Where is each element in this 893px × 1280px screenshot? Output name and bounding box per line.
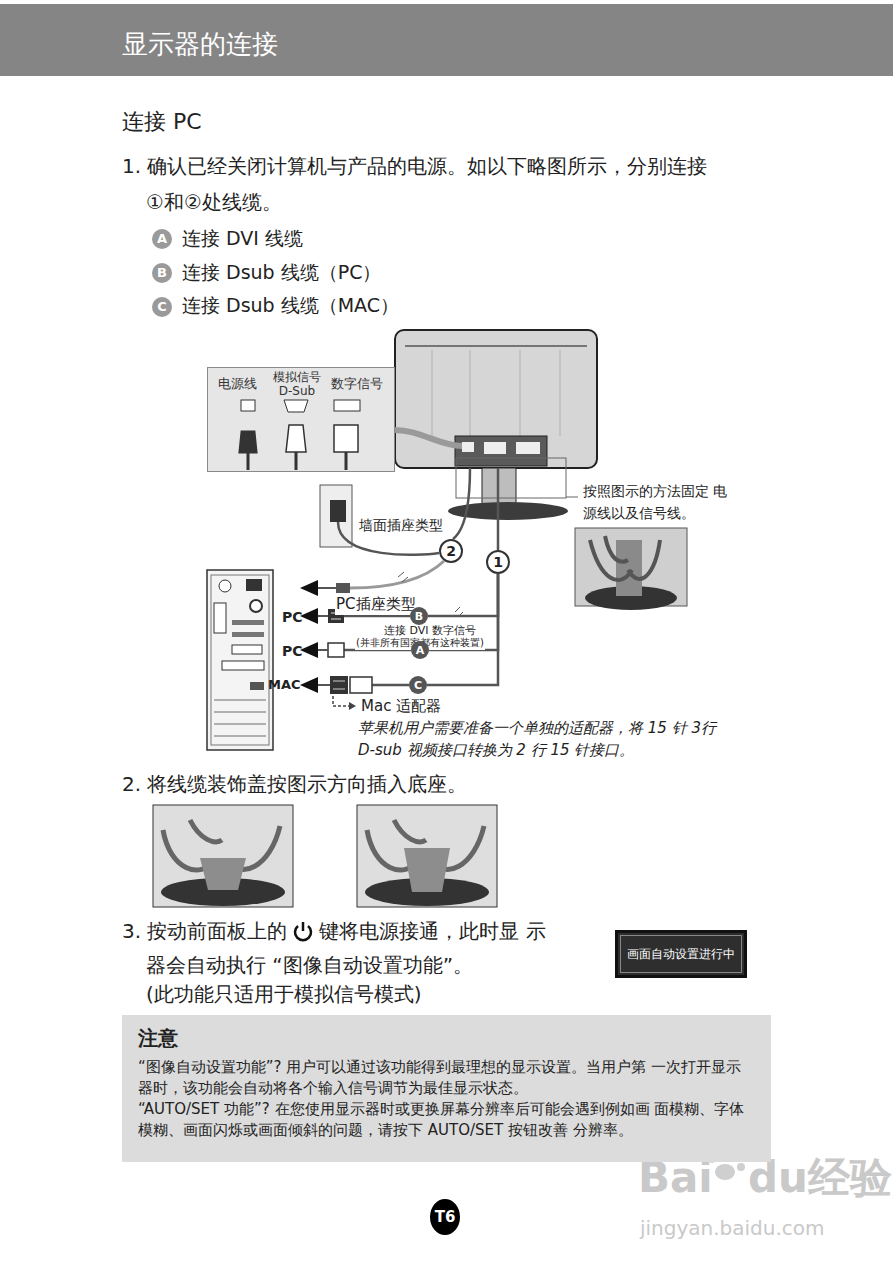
watermark: jingyan.baidu.com (640, 1214, 825, 1242)
node-text: T6 (435, 1210, 456, 1225)
power-icon (292, 920, 314, 942)
section-heading: 连接 PC (122, 106, 202, 137)
node-text: 1 (493, 555, 503, 569)
page-number: T6 (430, 1199, 460, 1235)
connector-name: 电源线 (214, 376, 260, 391)
power-cable (300, 468, 470, 596)
mac-note: 苹果机用户需要准备一个单独的适配器，将 15 针 3行 D-sub 视频接口转换… (358, 717, 718, 761)
list-item: 连接 Dsub 线缆（PC） (182, 259, 381, 286)
callout-text: 按照图示的方法固定 电源线以及信号线。 (583, 480, 733, 524)
connector-name: 数字信号 (326, 376, 388, 391)
node-text: A (416, 645, 425, 656)
monitor-back (395, 330, 597, 520)
node-text: 2 (446, 544, 456, 558)
callout-number: 1 (486, 550, 510, 574)
note-heading: 注意 (138, 1023, 755, 1053)
list-item: 连接 DVI 线缆 (182, 225, 303, 252)
note-body: “AUTO/SET 功能”? 在您使用显示器时或更换屏幕分辨率后可能会遇到例如画… (138, 1099, 755, 1141)
list-item: 连接 Dsub 线缆（MAC） (182, 292, 399, 319)
node-text: C (414, 680, 422, 691)
message-text: 画面自动设置进行中 (627, 946, 735, 963)
callout-number: 2 (439, 539, 463, 563)
signal-cables (300, 468, 498, 710)
socket-label: 墙面插座类型 (358, 515, 444, 535)
adapter-label: Mac 适配器 (360, 696, 442, 717)
note-body: “图像自动设置功能”? 用户可以通过该功能得到最理想的显示设置。当用户第 一次打… (138, 1057, 755, 1099)
header-band (0, 4, 893, 76)
list-badge: B (152, 263, 172, 283)
port-label: PC (282, 607, 303, 627)
cable-letter: C (409, 676, 427, 694)
port-label: PC (282, 641, 303, 661)
power-icon-bar (302, 922, 305, 931)
screen-message: 画面自动设置进行中 (615, 930, 747, 978)
connector-name: 模拟信号 D-Sub (266, 370, 328, 398)
step-text: (此功能只适用于模拟信号模式) (146, 980, 422, 1008)
cable-letter: A (411, 641, 429, 659)
socket-label: PC插座类型 (335, 594, 417, 615)
pc-tower (207, 570, 273, 750)
node-text: B (415, 611, 423, 622)
step-text: 2. 将线缆装饰盖按图示方向插入底座。 (122, 770, 467, 798)
cable-line (428, 574, 498, 616)
step-text: 1. 确认已经关闭计算机与产品的电源。如以下略图所示，分别连接 ①和②处线缆。 (122, 148, 722, 220)
connector-inset (207, 367, 462, 472)
port-label: MAC (268, 676, 301, 694)
cable-letter: B (410, 607, 428, 625)
list-badge: A (152, 229, 172, 249)
page-title: 显示器的连接 (122, 24, 278, 64)
note-panel: 注意 “图像自动设置功能”? 用户可以通过该功能得到最理想的显示设置。当用户第 一… (122, 1015, 771, 1162)
list-badge: C (152, 297, 172, 317)
cover-photos (153, 805, 497, 907)
step-text: 3. 按动前面板上的 (122, 919, 287, 943)
connector-inset-box: 电源线模拟信号 D-Sub数字信号 (207, 367, 395, 472)
step-text: 3. 按动前面板上的键将电源接通，此时显 示器会自动执行 “图像自动设置功能”。 (122, 914, 562, 982)
